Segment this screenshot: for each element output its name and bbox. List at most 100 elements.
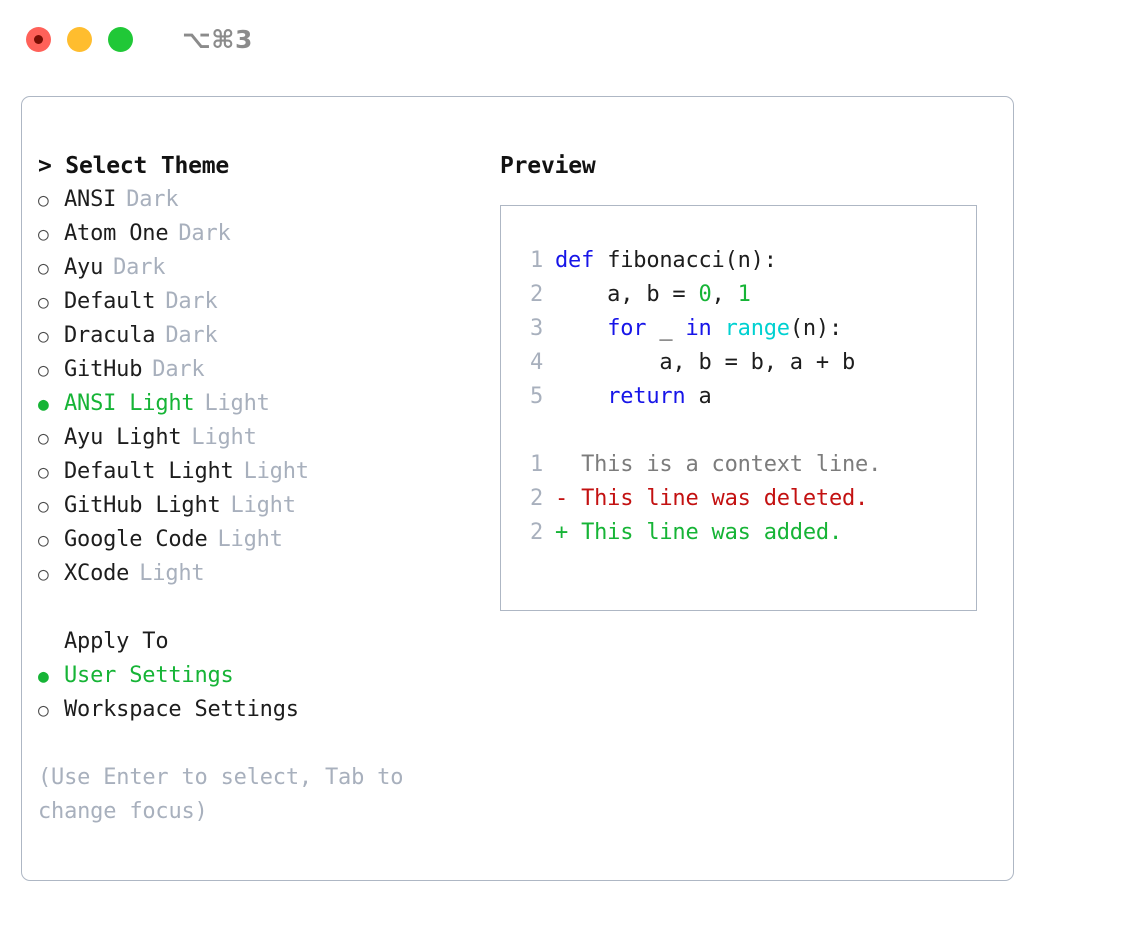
code-line-text: def fibonacci(n): xyxy=(555,244,777,278)
theme-option-variant: Light xyxy=(191,425,257,450)
radio-unselected-icon: ○ xyxy=(38,292,49,313)
code-line-number: 3 xyxy=(529,316,543,341)
keyboard-hint-text: (Use Enter to select, Tab to change focu… xyxy=(38,765,404,824)
theme-option-github-light[interactable]: ○ GitHub Light Light xyxy=(38,489,498,523)
theme-option-label: Ayu Light xyxy=(64,425,182,450)
code-line-number: 5 xyxy=(529,384,543,409)
code-token: range xyxy=(724,316,790,341)
code-line: 4 a, b = b, a + b xyxy=(513,346,976,380)
diff-line-number: 2 xyxy=(529,520,543,545)
code-line-number: 1 xyxy=(529,248,543,273)
close-indicator-dot xyxy=(34,34,43,44)
radio-unselected-icon: ○ xyxy=(38,190,49,211)
code-token xyxy=(555,316,607,341)
code-token: 1 xyxy=(737,282,751,307)
theme-option-default[interactable]: ○ Default Dark xyxy=(38,285,498,319)
code-line-text: for _ in range(n): xyxy=(555,312,842,346)
radio-unselected-icon: ○ xyxy=(38,530,49,551)
apply-to-heading: Apply To xyxy=(64,629,169,654)
code-token: a xyxy=(685,384,712,409)
close-window-button[interactable] xyxy=(26,26,51,52)
theme-option-variant: Light xyxy=(243,459,309,484)
theme-option-ansi[interactable]: ○ ANSI Dark xyxy=(38,183,498,217)
radio-unselected-icon: ○ xyxy=(38,462,49,483)
theme-option-variant: Dark xyxy=(152,357,205,382)
theme-option-label: Dracula xyxy=(64,323,156,348)
diff-line-text: + This line was added. xyxy=(555,520,842,545)
code-line: 5 return a xyxy=(513,380,976,414)
code-token: a, b = xyxy=(555,282,699,307)
diff-line-number: 1 xyxy=(529,452,543,477)
code-token: for xyxy=(607,316,647,341)
radio-unselected-icon: ○ xyxy=(38,496,49,517)
apply-to-list: ●User Settings○Workspace Settings xyxy=(38,659,498,727)
theme-option-label: ANSI xyxy=(64,187,117,212)
theme-option-label: GitHub Light xyxy=(64,493,221,518)
theme-option-ayu-light[interactable]: ○ Ayu Light Light xyxy=(38,421,498,455)
radio-selected-icon: ● xyxy=(38,666,49,687)
title-bar: ⌥⌘3 xyxy=(0,0,1140,78)
radio-unselected-icon: ○ xyxy=(38,326,49,347)
apply-to-option-workspace-settings[interactable]: ○Workspace Settings xyxy=(38,693,498,727)
radio-unselected-icon: ○ xyxy=(38,700,49,721)
theme-option-variant: Dark xyxy=(113,255,166,280)
theme-option-dracula[interactable]: ○ Dracula Dark xyxy=(38,319,498,353)
diff-line: 2 + This line was added. xyxy=(513,516,976,550)
theme-option-ayu[interactable]: ○ Ayu Dark xyxy=(38,251,498,285)
code-line-text: a, b = b, a + b xyxy=(555,346,855,380)
theme-option-label: Default xyxy=(64,289,156,314)
radio-unselected-icon: ○ xyxy=(38,360,49,381)
theme-option-label: Atom One xyxy=(64,221,169,246)
apply-to-option-user-settings[interactable]: ●User Settings xyxy=(38,659,498,693)
theme-option-variant: Light xyxy=(217,527,283,552)
code-token xyxy=(555,384,607,409)
theme-option-variant: Dark xyxy=(165,323,218,348)
diff-line-text: - This line was deleted. xyxy=(555,486,869,511)
theme-option-default-light[interactable]: ○ Default Light Light xyxy=(38,455,498,489)
diff-line-text: This is a context line. xyxy=(555,452,882,477)
code-line: 3 for _ in range(n): xyxy=(513,312,976,346)
radio-unselected-icon: ○ xyxy=(38,224,49,245)
code-token xyxy=(712,316,725,341)
theme-option-variant: Light xyxy=(204,391,270,416)
code-line: 1 def fibonacci(n): xyxy=(513,244,976,278)
diff-sample: 1 This is a context line. 2 - This line wa… xyxy=(513,448,976,550)
theme-option-variant: Light xyxy=(139,561,205,586)
code-line-text: a, b = 0, 1 xyxy=(555,278,751,312)
keyboard-shortcut-label: ⌥⌘3 xyxy=(182,24,253,54)
code-line: 2 a, b = 0, 1 xyxy=(513,278,976,312)
code-token: , xyxy=(711,282,738,307)
diff-line: 1 This is a context line. xyxy=(513,448,976,482)
code-line-number: 2 xyxy=(529,282,543,307)
radio-unselected-icon: ○ xyxy=(38,428,49,449)
theme-option-variant: Dark xyxy=(126,187,179,212)
diff-line-number: 2 xyxy=(529,486,543,511)
theme-option-variant: Light xyxy=(230,493,296,518)
maximize-window-button[interactable] xyxy=(108,26,133,52)
page-title: > Select Theme xyxy=(38,153,230,179)
code-token: def xyxy=(555,248,608,273)
radio-unselected-icon: ○ xyxy=(38,258,49,279)
code-line-number: 4 xyxy=(529,350,543,375)
theme-option-label: Ayu xyxy=(64,255,104,280)
code-token: fibonacci(n): xyxy=(607,248,777,273)
code-line-text: return a xyxy=(555,380,712,414)
minimize-window-button[interactable] xyxy=(67,26,92,52)
theme-option-variant: Dark xyxy=(165,289,218,314)
theme-option-label: Default Light xyxy=(64,459,234,484)
code-token: in xyxy=(685,316,712,341)
theme-option-label: XCode xyxy=(64,561,130,586)
code-token: _ xyxy=(646,316,686,341)
